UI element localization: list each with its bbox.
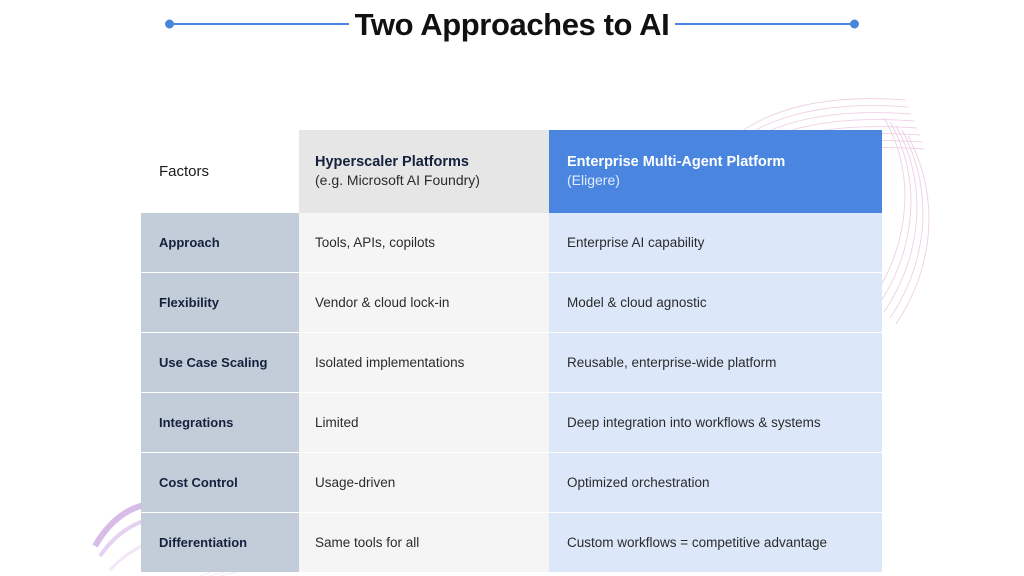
cell-enterprise: Optimized orchestration: [549, 453, 882, 513]
page-title: Two Approaches to AI: [354, 6, 670, 42]
title-rule-right: [675, 19, 860, 29]
title-dot-right-icon: [850, 19, 860, 29]
table-header-row: Factors Hyperscaler Platforms (e.g. Micr…: [141, 130, 882, 213]
title-block: Two Approaches to AI: [0, 0, 1024, 48]
cell-hyperscaler: Usage-driven: [299, 453, 549, 513]
cell-factor: Approach: [141, 213, 299, 273]
cell-hyperscaler: Same tools for all: [299, 513, 549, 572]
header-factors: Factors: [141, 130, 299, 213]
cell-factor: Flexibility: [141, 273, 299, 333]
cell-factor: Differentiation: [141, 513, 299, 572]
header-enterprise-title: Enterprise Multi-Agent Platform: [567, 154, 786, 171]
cell-factor: Integrations: [141, 393, 299, 453]
cell-factor: Use Case Scaling: [141, 333, 299, 393]
cell-hyperscaler: Tools, APIs, copilots: [299, 213, 549, 273]
cell-enterprise: Enterprise AI capability: [549, 213, 882, 273]
header-hyperscaler-title: Hyperscaler Platforms: [315, 154, 469, 171]
cell-enterprise: Custom workflows = competitive advantage: [549, 513, 882, 572]
cell-enterprise: Model & cloud agnostic: [549, 273, 882, 333]
header-hyperscaler: Hyperscaler Platforms (e.g. Microsoft AI…: [299, 130, 549, 213]
title-rule-left: [164, 19, 349, 29]
comparison-table: Factors Hyperscaler Platforms (e.g. Micr…: [141, 130, 882, 572]
cell-hyperscaler: Isolated implementations: [299, 333, 549, 393]
header-enterprise: Enterprise Multi-Agent Platform (Eligere…: [549, 130, 882, 213]
cell-factor: Cost Control: [141, 453, 299, 513]
title-dot-left-icon: [164, 19, 174, 29]
cell-hyperscaler: Vendor & cloud lock-in: [299, 273, 549, 333]
cell-enterprise: Deep integration into workflows & system…: [549, 393, 882, 453]
header-enterprise-subtitle: (Eligere): [567, 172, 620, 189]
cell-hyperscaler: Limited: [299, 393, 549, 453]
header-hyperscaler-subtitle: (e.g. Microsoft AI Foundry): [315, 172, 480, 189]
cell-enterprise: Reusable, enterprise-wide platform: [549, 333, 882, 393]
